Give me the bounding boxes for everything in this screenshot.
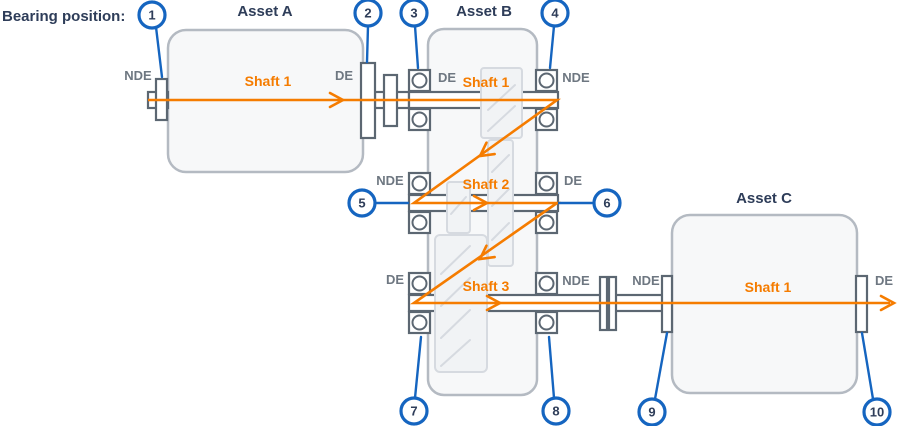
asset-b-title: Asset B <box>456 3 512 20</box>
leader-7 <box>413 335 423 400</box>
asset-b-shaft2-de-label: DE <box>564 173 582 188</box>
asset-a-shaft1-label: Shaft 1 <box>245 73 292 89</box>
flow-arrowheads <box>328 91 897 312</box>
asset-b-shaft3-nde-label: NDE <box>562 273 590 288</box>
gear-shaft3-hatch <box>440 245 471 367</box>
asset-a-nde-label: NDE <box>124 68 152 83</box>
asset-b-shaft2-nde-label: NDE <box>376 173 404 188</box>
bearing-marker-9: 9 <box>637 397 667 427</box>
asset-b-shaft3-label: Shaft 3 <box>463 278 510 294</box>
bearing-marker-4: 4 <box>540 0 570 28</box>
bearing-block-shaft2-nde <box>407 171 432 235</box>
asset-b-shaft1-label: Shaft 1 <box>463 74 510 90</box>
asset-c-de-label: DE <box>875 273 893 288</box>
bearing-number-10: 10 <box>870 405 884 420</box>
bearing-marker-2: 2 <box>353 0 383 28</box>
asset-a-de-label: DE <box>335 68 353 83</box>
bearing-number-2: 2 <box>364 6 371 21</box>
leader-8 <box>547 335 556 400</box>
bearing-number-1: 1 <box>148 8 155 23</box>
bearing-block-shaft2-de <box>534 171 559 235</box>
asset-a-title: Asset A <box>237 3 292 20</box>
gear-shaft1-hatch <box>487 84 516 132</box>
asset-b-shaft1-nde-label: NDE <box>562 70 590 85</box>
bearing-marker-3: 3 <box>399 0 429 28</box>
leader-2 <box>365 24 370 64</box>
bearing-marker-10: 10 <box>862 397 892 427</box>
leader-3 <box>413 24 420 70</box>
leader-4 <box>548 24 556 70</box>
bearing-marker-6: 6 <box>592 188 622 218</box>
bearing-number-8: 8 <box>552 404 559 419</box>
bearing-number-6: 6 <box>603 196 610 211</box>
asset-c-shaft1-label: Shaft 1 <box>745 279 792 295</box>
bearing-marker-1: 1 <box>137 0 167 30</box>
bearing-block-shaft1-de <box>407 68 432 132</box>
gear-shaft1 <box>480 67 523 139</box>
bearing-marker-5: 5 <box>347 188 377 218</box>
bearing-block-shaft3-de <box>407 271 432 335</box>
bearing-marker-8: 8 <box>541 396 571 426</box>
asset-c-nde-label: NDE <box>632 273 660 288</box>
bearing-number-7: 7 <box>410 404 417 419</box>
legend-label: Bearing position: <box>2 8 125 25</box>
leader-10 <box>860 331 875 401</box>
asset-b-shaft2-label: Shaft 2 <box>463 176 510 192</box>
bearing-number-3: 3 <box>410 6 417 21</box>
bearing-block-shaft1-nde <box>534 68 559 132</box>
bearing-marker-7: 7 <box>399 396 429 426</box>
leader-9 <box>653 331 669 401</box>
bearing-number-5: 5 <box>358 196 365 211</box>
bearing-number-4: 4 <box>551 6 559 21</box>
leader-1 <box>154 25 164 79</box>
asset-c-title: Asset C <box>736 190 792 207</box>
gear-shaft2-small-hatch <box>450 196 467 215</box>
bearing-number-9: 9 <box>648 405 655 420</box>
bearing-leader-lines <box>154 24 875 401</box>
bearing-block-shaft3-nde <box>534 271 559 335</box>
gear-shaft2-small <box>446 181 471 234</box>
asset-b-shaft3-de-label: DE <box>386 272 404 287</box>
asset-b-shaft1-de-label: DE <box>438 70 456 85</box>
